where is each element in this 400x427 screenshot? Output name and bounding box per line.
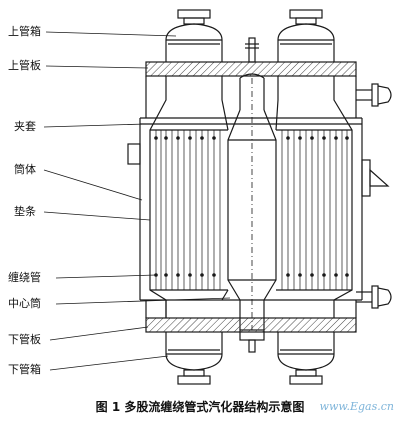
jacket-side-nozzle [127, 143, 141, 165]
label-lower-tube-sheet: 下管板 [8, 333, 41, 346]
label-upper-tube-sheet: 上管板 [8, 59, 41, 72]
right-upper-nozzle [356, 83, 392, 107]
lower-tube-sheet [145, 317, 357, 333]
label-wound-tube: 缠绕管 [8, 271, 41, 284]
label-upper-header: 上管箱 [8, 25, 41, 38]
top-right-header-box [277, 9, 335, 62]
label-lower-header: 下管箱 [8, 363, 41, 376]
label-shell: 筒体 [14, 163, 36, 176]
right-lower-nozzle [356, 285, 392, 309]
top-left-header-box [165, 9, 223, 62]
right-bracket [361, 159, 390, 197]
bottom-right-header-box [277, 332, 335, 385]
jacket-shell [139, 76, 363, 318]
bottom-left-header-box [165, 332, 223, 385]
right-tube-bundle [275, 76, 353, 318]
label-jacket: 夹套 [14, 120, 36, 133]
left-tube-bundle [149, 76, 229, 318]
center-tube [227, 37, 277, 353]
figure-caption: 图 1 多股流缠绕管式汽化器结构示意图 [95, 400, 305, 414]
watermark-text: www.Egas.cn [319, 400, 394, 413]
label-spacer-bar: 垫条 [14, 205, 36, 218]
label-center-tube: 中心筒 [8, 297, 41, 310]
leader-lines [43, 31, 231, 371]
